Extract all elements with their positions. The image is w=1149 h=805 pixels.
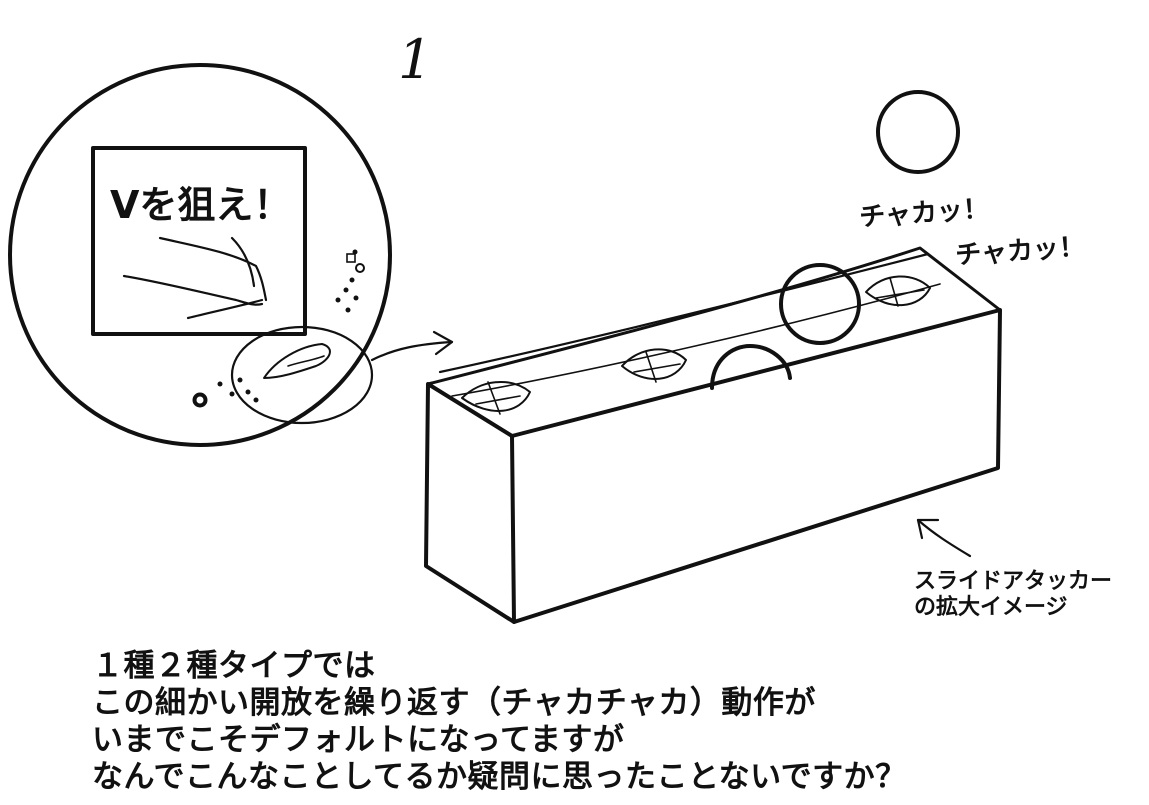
v-zone-sign: Vを狙え！ [91, 146, 307, 336]
annotation-pointer [916, 518, 972, 558]
magnifier-circle [8, 63, 392, 447]
magnifier-dots [192, 249, 365, 408]
caption-line-4: なんでこんなことしてるか疑問に思ったことないですか？ [92, 759, 907, 795]
sound-effect-2: チャカッ！ [954, 232, 1086, 271]
sign-text: Vを狙え！ [110, 183, 291, 227]
caption-line-2: この細かい開放を繰り返す（チャカチャカ）動作が [92, 685, 816, 721]
ball-top [876, 90, 960, 174]
zoom-arrow [370, 330, 454, 362]
slide-attacker-box [424, 246, 1002, 624]
caption-block: １種２種タイプでは この細かい開放を繰り返す（チャカチャカ）動作が いまでこそデ… [92, 648, 1132, 796]
page-number: 1 [398, 28, 432, 91]
focus-circle [230, 325, 374, 425]
sound-effect-1: チャカッ！ [858, 194, 990, 233]
caption-line-3: いまでこそデフォルトになってますが [92, 722, 625, 758]
caption-line-1: １種２種タイプでは [92, 648, 376, 684]
annotation-line-1: スライドアタッカー [914, 569, 1112, 594]
ball-on-box [779, 263, 861, 345]
annotation-line-2: の拡大イメージ [914, 595, 1068, 620]
